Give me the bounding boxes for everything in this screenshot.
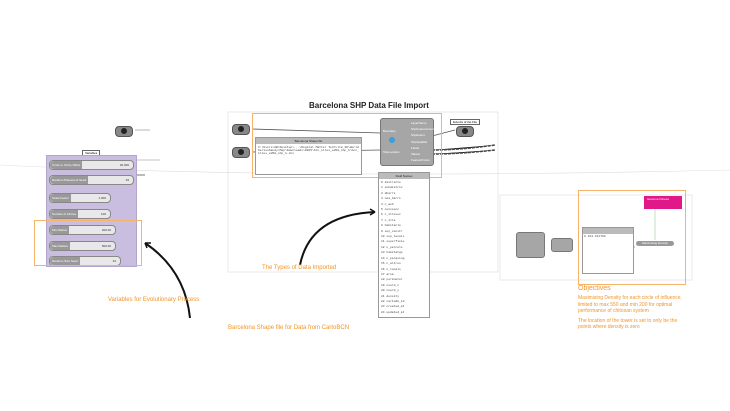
- slider-value: 34: [112, 259, 116, 263]
- slider[interactable]: Circle to Circle Offset 20.000: [49, 160, 134, 170]
- list-item: 8 habitacle: [381, 224, 401, 228]
- genome-fitness[interactable]: Genome Fitness: [644, 196, 682, 209]
- panel-title: Barcelona Shape file: [256, 138, 361, 144]
- list-item: 16 n_locals: [381, 267, 401, 271]
- list-item: 0 districte: [381, 181, 401, 184]
- objective-bullet: The location of the tower is set to only…: [578, 317, 678, 331]
- list-item: 17 area: [381, 272, 394, 276]
- input-boundary: Boundary: [383, 129, 396, 133]
- slider-value: 200.00: [101, 228, 111, 232]
- component-a[interactable]: [516, 232, 545, 258]
- output-port: FeaturePoints: [411, 158, 430, 163]
- list-item: 15 n_altres: [381, 262, 401, 266]
- list-item: 11 superficie: [381, 240, 405, 244]
- panel-title: Field Names: [379, 173, 429, 179]
- slider-label: Circle to Circle Offset: [50, 161, 83, 169]
- slider[interactable]: Min Radius 200.00: [49, 225, 116, 235]
- slider-label: Min Radius: [50, 226, 70, 234]
- list-item: 6 c_illesec: [381, 213, 401, 217]
- list-item: 22 cartodb_id: [381, 299, 405, 303]
- output-port: ShpSpatRef: [411, 139, 428, 144]
- output-port: Values: [411, 152, 420, 157]
- slider-value: 100: [100, 212, 106, 216]
- list-item: 19 coord_x: [381, 283, 400, 287]
- relay[interactable]: Maximising Density: [636, 241, 674, 246]
- shape-path: C:\Users\AB\Desktop\...\Digital Matter T…: [258, 146, 359, 155]
- list-item: 5 censsecc: [381, 208, 400, 212]
- list-item: 4 c_aeb: [381, 202, 394, 206]
- slider[interactable]: Max Radius 500.00: [49, 241, 116, 251]
- slider-label: Max Radius: [50, 242, 70, 250]
- list-item: 24 updated_at: [381, 310, 405, 314]
- slider-value: 20.000: [119, 163, 129, 167]
- slider-value: 500.00: [101, 244, 111, 248]
- gh-icon: [389, 137, 395, 143]
- list-item: 23 created_at: [381, 305, 405, 309]
- output-port: ShpExtent: [411, 133, 425, 138]
- slider[interactable]: Random Placement Seed 29: [49, 175, 134, 185]
- extents-param[interactable]: [456, 126, 474, 137]
- boundary-param[interactable]: [232, 124, 250, 135]
- shape-file-panel[interactable]: Barcelona Shape file C:\Users\AB\Desktop…: [255, 137, 362, 175]
- objective-bullet: Maximising Density for each circle of in…: [578, 295, 682, 314]
- slider-label: Number of Circles: [50, 210, 79, 218]
- file-path-param[interactable]: [232, 147, 250, 158]
- extents-label: Extents of the File: [450, 119, 481, 125]
- annotation-shape: Barcelona Shape file for Data from Carto…: [228, 325, 350, 331]
- annotation-variables: Variables for Evolutionary Process: [108, 297, 200, 303]
- output-port: Fields: [411, 145, 420, 150]
- annotation-types: The Types of Data Imported: [262, 265, 337, 271]
- list-item: 7 c_illa: [381, 218, 396, 222]
- list-item: 3 nom_barri: [381, 197, 401, 201]
- list-item: 1 subdistric: [381, 186, 403, 190]
- output-port: ShpFeatureCount: [411, 127, 435, 132]
- list-item: 13 habitatge: [381, 251, 403, 255]
- param-knob[interactable]: [115, 126, 133, 137]
- objectives-title: Objectives: [578, 285, 611, 292]
- list-item: 9 sup_constr: [381, 229, 403, 233]
- output-port: LayerName: [411, 121, 427, 125]
- variables-highlight: [34, 220, 142, 266]
- slider-label: Scale Factor: [50, 194, 71, 202]
- slider-value: 29: [125, 178, 129, 182]
- list-item: 21 density: [381, 294, 400, 298]
- list-item: 2 dbarri: [381, 191, 396, 195]
- objectives-highlight: [578, 190, 686, 285]
- import-title: Barcelona SHP Data File Import: [309, 101, 429, 110]
- slider-value: 1.000: [98, 196, 106, 200]
- component-b[interactable]: [551, 238, 573, 252]
- input-shplocation: ShpLocation: [383, 150, 400, 154]
- import-highlight: [252, 113, 442, 178]
- list-item: 20 coord_y: [381, 289, 400, 293]
- value-panel[interactable]: 0 224.311760: [582, 227, 634, 274]
- slider[interactable]: Number of Circles 100: [49, 209, 111, 219]
- list-item: 18 perimeter: [381, 278, 403, 282]
- list-item: 10 sup_locals: [381, 235, 405, 239]
- list-item: 14 n_parquing: [381, 256, 405, 260]
- slider-label: Random Placement Seed: [50, 176, 89, 184]
- list-item: 12 n_parcels: [381, 245, 403, 249]
- panel-value: 0 224.311760: [584, 235, 606, 238]
- slider[interactable]: Scale Factor 1.000: [49, 193, 111, 203]
- slider-label: Random Size Seed: [50, 257, 80, 265]
